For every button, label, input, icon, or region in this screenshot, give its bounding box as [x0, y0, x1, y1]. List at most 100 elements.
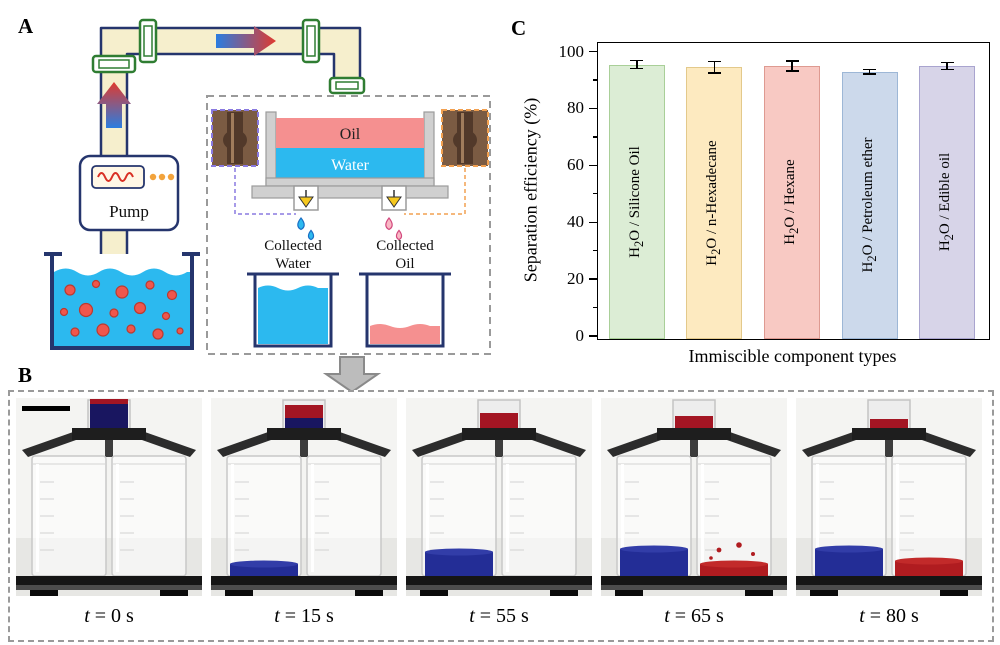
panel-a-label: A — [18, 14, 34, 38]
y-axis-tick — [589, 335, 597, 337]
panel-b-box: t = 0 s t = 15 s t = 55 s t = 65 s t = 80 s — [8, 390, 994, 642]
separation-unit: Oil Water — [206, 95, 491, 355]
pump-indicator-dot — [167, 173, 175, 181]
error-bar-cap — [707, 72, 721, 74]
error-bar-cap — [630, 59, 644, 61]
bar-label: H2O / Hexane — [782, 159, 801, 246]
water-label: Water — [331, 157, 369, 174]
y-axis-tick — [589, 221, 597, 223]
error-bar — [868, 69, 871, 74]
inset-connector-left — [234, 168, 296, 215]
separator-oil-layer — [276, 118, 424, 148]
bar-label: H2O / n-Hexadecane — [704, 140, 724, 266]
panel-a-schematic: Pump Oil Water — [44, 18, 491, 394]
error-bar-cap — [785, 60, 799, 62]
collected-water-label: Collected — [264, 238, 322, 254]
error-bar-cap — [863, 68, 877, 71]
y-axis-tick-label: 20 — [567, 269, 584, 289]
x-axis-label: Immiscible component types — [688, 346, 897, 366]
timelapse-photo — [601, 398, 787, 596]
timelapse-photo — [796, 398, 982, 596]
y-axis-minor-tick — [592, 136, 597, 138]
pump-indicator-dot — [158, 173, 166, 181]
timelapse-photo — [16, 398, 202, 596]
y-axis-minor-tick — [592, 306, 597, 309]
y-axis-tick — [589, 164, 597, 166]
outlet-valve-left — [293, 185, 319, 211]
timelapse-frame: t = 0 s — [16, 398, 202, 628]
bar: H2O / Hexane — [764, 65, 820, 339]
y-axis-tick-label: 40 — [567, 212, 584, 232]
down-arrow-icon — [322, 356, 382, 394]
panel-b-label: B — [18, 363, 33, 387]
y-axis-tick-label: 100 — [558, 41, 585, 61]
y-axis-label: Separation efficiency (%) — [520, 97, 541, 283]
error-bar — [946, 62, 948, 70]
inset-connector-right — [404, 168, 466, 215]
pump-label: Pump — [109, 202, 149, 221]
oil-label: Oil — [340, 126, 361, 143]
water-droplets-icon — [297, 217, 315, 241]
flow-arrow-right-icon — [216, 26, 276, 56]
frame-time-label: t = 15 s — [274, 605, 334, 627]
y-axis-tick — [589, 107, 597, 110]
panel-c-label: C — [511, 16, 527, 40]
separator-water-layer — [276, 148, 424, 178]
tank-water — [54, 268, 190, 346]
error-bar-cap — [940, 68, 954, 71]
y-axis-tick-label: 0 — [575, 326, 585, 345]
frame-time-label: t = 55 s — [469, 605, 529, 627]
bar: H2O / Petroleum ether — [841, 71, 898, 339]
pump-indicator-dot — [149, 173, 157, 181]
error-bar-cap — [707, 60, 721, 63]
error-bar — [636, 60, 638, 69]
inset-photo-left — [211, 109, 259, 167]
error-bar-cap — [940, 61, 954, 64]
outlet-valve-right — [381, 185, 407, 211]
y-axis-minor-tick — [592, 79, 597, 81]
timelapse-frame: t = 80 s — [796, 398, 982, 628]
timelapse-frame: t = 65 s — [601, 398, 787, 628]
collected-water-label: Water — [275, 256, 310, 272]
oil-droplets — [59, 279, 184, 340]
timelapse-frames-row: t = 0 s t = 15 s t = 55 s t = 65 s t = 80 s — [16, 398, 982, 628]
collected-oil-beaker — [359, 272, 451, 348]
bar-label: H2O / Edible oil — [937, 153, 957, 252]
efficiency-chart: C Separation efficiency (%) 0 20 40 60 80 100… — [505, 10, 1000, 388]
oil-droplets-icon — [385, 217, 403, 241]
pump-coil-icon — [97, 172, 134, 182]
collected-oil-label: Collected — [376, 238, 434, 254]
bar: H2O / Edible oil — [919, 65, 976, 339]
bar-label: H2O / Silicone Oil — [626, 145, 646, 258]
error-bar — [791, 60, 793, 72]
timelapse-photo — [211, 398, 397, 596]
y-axis-tick — [589, 278, 597, 280]
collected-oil-label: Oil — [395, 256, 414, 272]
timelapse-frame: t = 15 s — [211, 398, 397, 628]
pipe-joint — [91, 18, 366, 95]
error-bar-cap — [785, 70, 799, 72]
inset-photo-right — [441, 109, 489, 167]
collected-water-beaker — [247, 272, 339, 348]
y-axis-tick-label: 80 — [567, 98, 584, 118]
error-bar-cap — [863, 73, 877, 75]
y-axis-minor-tick — [592, 193, 597, 195]
y-axis-tick-label: 60 — [567, 155, 584, 175]
frame-time-label: t = 80 s — [859, 605, 919, 627]
bar: H2O / n-Hexadecane — [686, 67, 743, 339]
frame-time-label: t = 0 s — [84, 605, 134, 627]
bar-label: H2O / Petroleum ether — [859, 137, 879, 273]
error-bar — [713, 61, 716, 74]
timelapse-frame: t = 55 s — [406, 398, 592, 628]
feed-tank — [44, 252, 200, 350]
frame-time-label: t = 65 s — [664, 605, 724, 627]
scale-bar — [22, 406, 70, 411]
bar: H2O / Silicone Oil — [608, 64, 665, 339]
timelapse-photo — [406, 398, 592, 596]
y-axis-minor-tick — [592, 249, 597, 252]
error-bar-cap — [630, 68, 644, 70]
pump: Pump — [78, 154, 180, 232]
y-axis-tick — [589, 50, 597, 53]
flow-arrow-up-icon — [97, 82, 131, 128]
